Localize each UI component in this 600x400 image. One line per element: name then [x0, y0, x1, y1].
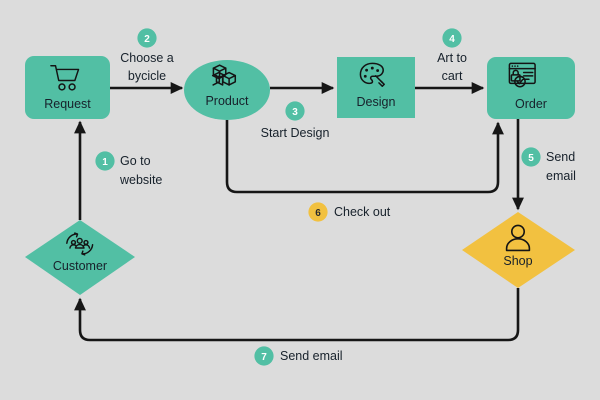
- shopping-cart-icon: [50, 65, 80, 91]
- users-refresh-icon: [66, 232, 94, 256]
- edge-label-4: 4 Art to cart: [437, 28, 467, 83]
- node-order[interactable]: Order: [487, 57, 575, 119]
- edge-label-3-line1: Start Design: [261, 126, 330, 140]
- node-request-label: Request: [44, 97, 91, 111]
- step-badge-3[interactable]: [285, 101, 305, 121]
- step-badge-5[interactable]: [521, 147, 541, 167]
- edge-label-5: 5 Send email: [521, 147, 576, 183]
- edge-label-2-line2: bycicle: [128, 69, 166, 83]
- step-badge-7[interactable]: [254, 346, 274, 366]
- edge-label-2-line1: Choose a: [120, 51, 174, 65]
- edge-label-6: 6 Check out: [308, 202, 391, 222]
- edge-label-2: 2 Choose a bycicle: [120, 28, 174, 83]
- edge-label-1-line2: website: [119, 173, 162, 187]
- edge-label-7: 7 Send email: [254, 346, 343, 366]
- edge-label-5-line1: Send: [546, 150, 575, 164]
- node-design-shape[interactable]: [337, 57, 415, 118]
- edge-label-3: 3 Start Design: [261, 101, 330, 140]
- node-product[interactable]: Product: [184, 60, 270, 120]
- connector-product-to-order-checkout: [225, 120, 504, 194]
- node-shop-label: Shop: [503, 254, 532, 268]
- node-order-label: Order: [515, 97, 547, 111]
- step-badge-2-number: 2: [144, 34, 150, 45]
- step-badge-1-number: 1: [102, 157, 108, 168]
- boxes-icon: [211, 64, 237, 86]
- step-badge-4[interactable]: [442, 28, 462, 48]
- edge-label-7-line1: Send email: [280, 349, 343, 363]
- node-customer-shape[interactable]: [25, 220, 135, 295]
- edge-label-5-line2: email: [546, 169, 576, 183]
- edge-label-4-line1: Art to: [437, 51, 467, 65]
- node-product-shape[interactable]: [184, 60, 270, 120]
- node-request-shape[interactable]: [25, 56, 110, 119]
- step-badge-7-number: 7: [261, 352, 267, 363]
- step-badge-2[interactable]: [137, 28, 157, 48]
- edge-label-1: 1 Go to website: [95, 151, 162, 187]
- step-badge-5-number: 5: [528, 153, 534, 164]
- step-badge-4-number: 4: [449, 34, 455, 45]
- step-badge-3-number: 3: [292, 107, 298, 118]
- edge-label-6-line1: Check out: [334, 205, 391, 219]
- connectors-group: [74, 82, 524, 342]
- node-product-label: Product: [205, 94, 249, 108]
- node-design[interactable]: Design: [337, 57, 415, 118]
- node-customer-label: Customer: [53, 259, 107, 273]
- step-badge-6-number: 6: [315, 208, 321, 219]
- node-design-label: Design: [357, 95, 396, 109]
- connector-shop-to-customer-sendemail: [74, 288, 520, 342]
- palette-icon: [359, 62, 385, 87]
- step-badge-6[interactable]: [308, 202, 328, 222]
- edge-label-4-line2: cart: [442, 69, 463, 83]
- person-icon: [505, 224, 531, 252]
- browser-checkout-icon: [508, 62, 536, 88]
- node-customer[interactable]: Customer: [25, 220, 135, 295]
- node-request[interactable]: Request: [25, 56, 110, 119]
- node-shop[interactable]: Shop: [462, 212, 575, 288]
- edge-label-1-line1: Go to: [120, 154, 151, 168]
- step-badge-1[interactable]: [95, 151, 115, 171]
